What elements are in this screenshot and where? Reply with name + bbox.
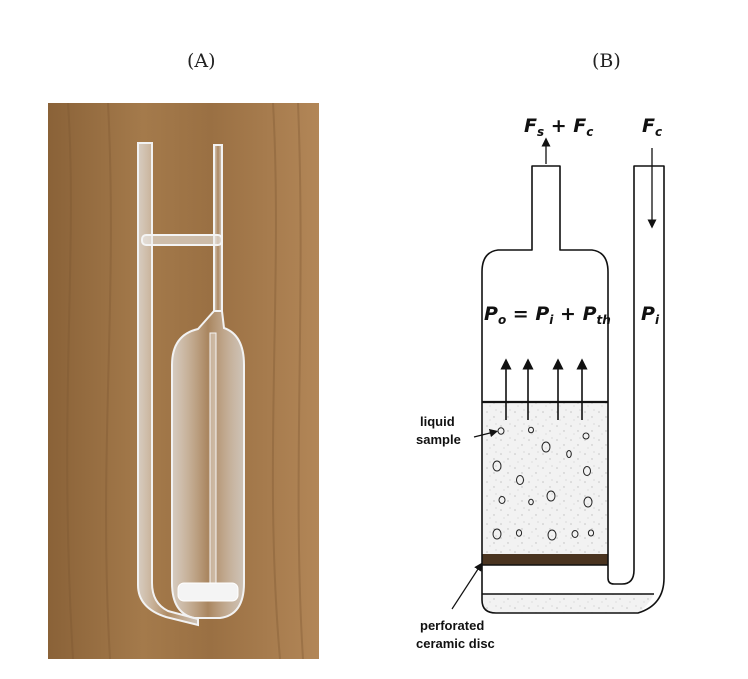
fc-subscript: c	[586, 125, 593, 139]
left-glass-tube	[137, 142, 199, 627]
bubble	[566, 450, 572, 458]
pth-symbol: P	[583, 303, 597, 325]
bubble	[528, 426, 534, 434]
bubble	[515, 529, 523, 537]
plus-sign: +	[553, 303, 582, 325]
po-symbol: P	[484, 303, 498, 325]
apparatus-photo	[48, 103, 319, 659]
bottom-chamber	[482, 594, 654, 613]
outlet-flow-label: Fs + Fc	[524, 115, 593, 139]
ceramic-disc	[482, 554, 608, 565]
disc-label-line2: ceramic disc	[416, 636, 495, 651]
bubbles	[492, 426, 595, 541]
inlet-f-subscript: c	[655, 125, 662, 139]
bubble	[582, 432, 590, 440]
wood-grain	[66, 103, 304, 659]
glass-bridge	[141, 234, 223, 246]
liquid-callout-arrow	[473, 428, 499, 438]
glass-vessel	[171, 310, 245, 619]
disc-label-line1: perforated	[420, 618, 484, 633]
equals-sign: =	[506, 303, 535, 325]
fs-subscript: s	[537, 125, 544, 139]
inlet-p-subscript: i	[655, 313, 660, 327]
bubble	[583, 466, 591, 476]
inlet-f-symbol: F	[642, 115, 655, 137]
bubble	[546, 490, 556, 502]
fs-symbol: F	[524, 115, 537, 137]
pth-subscript: th	[597, 313, 611, 327]
frit-disc	[177, 582, 239, 602]
panel-a-label: (A)	[187, 50, 216, 72]
vessel-outline	[481, 165, 665, 614]
bubble	[528, 498, 534, 506]
bubble	[541, 441, 551, 453]
bubble	[492, 528, 502, 540]
bubble	[547, 529, 557, 541]
schematic-diagram: Fs + Fc Fc	[416, 115, 665, 651]
bubble	[571, 530, 579, 538]
inner-tube	[209, 332, 217, 584]
inlet-flow-label: Fc	[642, 115, 662, 139]
vapor-arrows	[500, 358, 588, 420]
bubble	[583, 496, 593, 508]
pi-symbol: P	[535, 303, 549, 325]
bubble	[492, 460, 502, 472]
pressure-equation: Po = Pi + Pth	[484, 303, 611, 327]
fc-symbol: F	[573, 115, 586, 137]
inlet-p-symbol: P	[641, 303, 655, 325]
bubble	[498, 496, 506, 504]
outlet-plus: +	[544, 115, 573, 137]
panel-b-label: (B)	[592, 50, 621, 72]
bubble	[587, 529, 595, 537]
pi-subscript: i	[549, 313, 554, 327]
disc-callout-arrow	[451, 562, 483, 610]
right-glass-tube	[213, 144, 223, 312]
bubble	[516, 475, 524, 485]
inlet-pressure-label: Pi	[641, 303, 660, 327]
liquid-sample-region	[482, 402, 608, 554]
liquid-label-line2: sample	[416, 432, 461, 447]
liquid-label-line1: liquid	[420, 414, 455, 429]
po-subscript: o	[498, 313, 506, 327]
